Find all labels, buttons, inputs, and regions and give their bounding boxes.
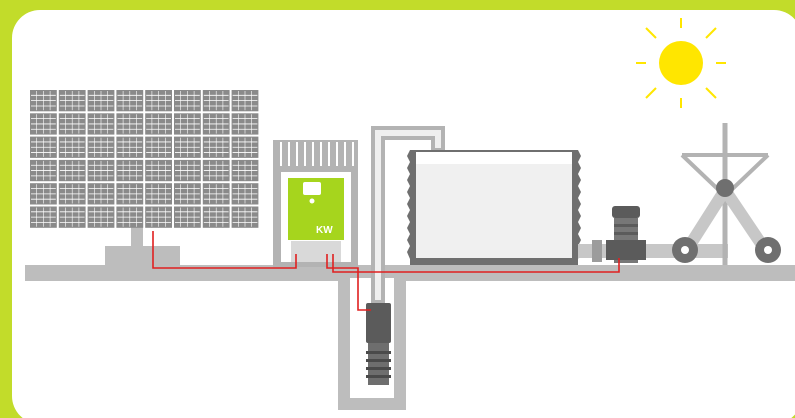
controller-label: KW (316, 225, 333, 236)
delivery-pipe-inner (375, 130, 441, 300)
irrigation-pivot-icon (672, 123, 781, 265)
outlet-pipe-coupling (592, 240, 602, 262)
surface-pump-icon (606, 206, 646, 263)
water-tank-icon (407, 150, 581, 265)
ground-line (25, 265, 795, 281)
wiring (152, 231, 620, 311)
submersible-pump-icon (366, 303, 391, 385)
solar-panel-icon (30, 90, 259, 228)
background-panel (12, 10, 795, 418)
sun-icon (636, 18, 726, 108)
controller-icon: KW (273, 140, 358, 267)
solar-panel-stand (105, 225, 180, 266)
